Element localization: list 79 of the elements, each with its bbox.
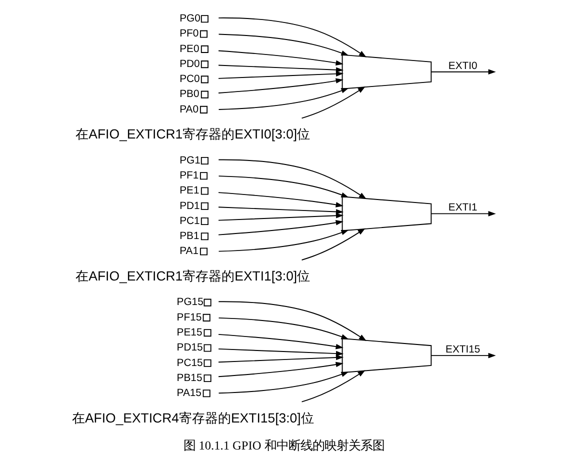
node-label: PD0 (179, 58, 200, 70)
arrow (218, 317, 348, 340)
edge-label: EXTI0 (448, 60, 477, 72)
arrow (218, 17, 366, 58)
node-label: PC0 (179, 74, 200, 86)
node-label: PE15 (176, 327, 202, 338)
node-label: PG1 (179, 155, 200, 166)
node-box (203, 359, 211, 367)
node-label: PG15 (176, 297, 203, 308)
arrow (218, 334, 343, 350)
node-box (200, 202, 208, 210)
arrow (218, 50, 343, 66)
arrow (300, 370, 365, 402)
node-box (203, 298, 211, 306)
node-label: PA15 (176, 388, 201, 400)
node-label: PD15 (176, 342, 202, 354)
node-label: PA0 (179, 104, 198, 116)
node-text: 在AFIO_EXTICR1寄存器的EXTI1[3:0]位 (75, 268, 310, 284)
node-box (203, 374, 211, 382)
arrow (218, 176, 348, 198)
node-label: PB1 (179, 231, 199, 242)
node-box (200, 217, 208, 226)
arrow (218, 78, 343, 94)
arrow (218, 213, 344, 221)
arrow (300, 86, 365, 119)
node-box (202, 390, 210, 398)
node-box (200, 156, 208, 165)
caption: 图 10.1.1 GPIO 和中断线的映射关系图 (183, 438, 384, 453)
node-label: PB0 (179, 89, 199, 100)
node-label: PA1 (179, 246, 198, 258)
node-box (200, 45, 208, 53)
arrow (218, 88, 348, 110)
arrow (218, 64, 344, 73)
node-box (200, 187, 208, 195)
node-box (199, 172, 208, 180)
node-text: 在AFIO_EXTICR4寄存器的EXTI15[3:0]位 (71, 410, 314, 426)
arrow (430, 211, 496, 216)
arrow (218, 34, 348, 56)
arrow (218, 220, 343, 236)
node-label: PC1 (179, 216, 200, 227)
node-box (199, 248, 208, 256)
node-label: PE0 (179, 44, 199, 55)
arrow (430, 69, 496, 74)
node-trapezium (341, 196, 432, 232)
arrow (218, 71, 344, 79)
node-box (202, 314, 210, 322)
node-box (203, 344, 211, 352)
arrow (300, 228, 365, 260)
edge-label: EXTI15 (445, 344, 480, 356)
node-label: PE1 (179, 186, 199, 197)
node-label: PF0 (179, 28, 198, 40)
node-box (199, 106, 208, 114)
node-box (203, 329, 211, 337)
node-trapezium (341, 338, 432, 374)
node-label: PB15 (176, 372, 202, 384)
node-label: PF15 (176, 312, 202, 324)
node-label: PG0 (179, 14, 200, 25)
arrow (218, 362, 343, 378)
node-trapezium (341, 54, 432, 90)
arrow (218, 192, 343, 208)
node-box (200, 15, 208, 23)
arrow (218, 206, 344, 214)
node-label: PD1 (179, 200, 200, 212)
node-box (200, 76, 208, 84)
node-box (200, 90, 208, 98)
edge-label: EXTI1 (448, 202, 477, 214)
arrow (218, 372, 348, 394)
node-box (199, 30, 208, 38)
node-text: 在AFIO_EXTICR1寄存器的EXTI0[3:0]位 (75, 126, 310, 142)
arrow (218, 348, 344, 356)
arrow (430, 352, 496, 358)
arrow (218, 354, 344, 363)
arrow (218, 230, 348, 252)
node-box (200, 232, 208, 240)
node-label: PF1 (179, 170, 198, 182)
arrow (218, 159, 366, 200)
node-box (200, 60, 208, 68)
node-label: PC15 (176, 358, 202, 369)
arrow (218, 301, 366, 342)
